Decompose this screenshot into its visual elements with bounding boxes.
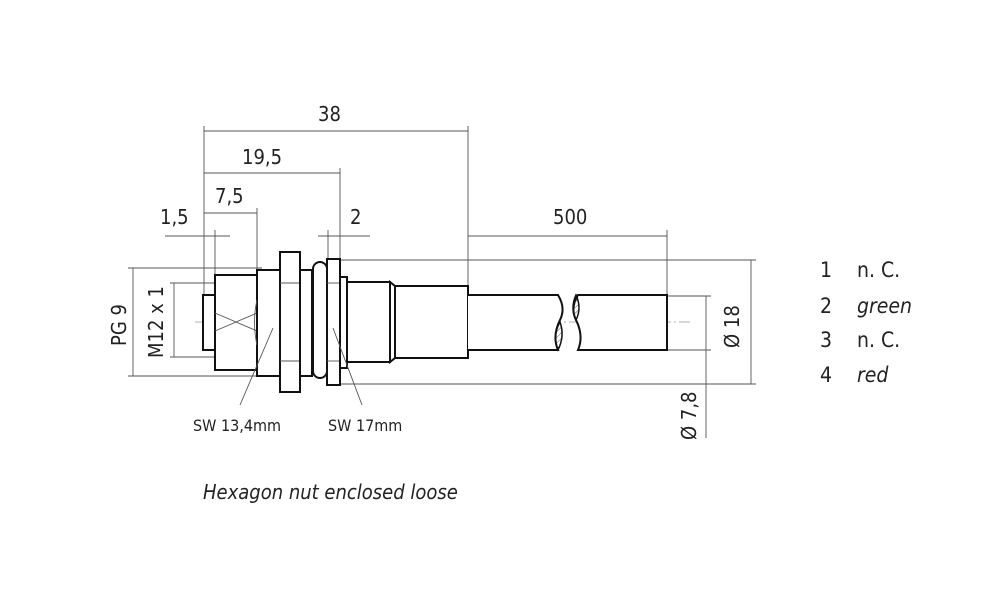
dim-m12: M12 x 1 — [144, 286, 168, 358]
pin-label: green — [857, 294, 912, 318]
dimension-lines — [132, 130, 752, 438]
extension-lines — [128, 126, 756, 385]
dim-7-5: 7,5 — [215, 184, 244, 208]
pin-legend: 1 n. C. 2 green 3 n. C. 4 red — [820, 258, 912, 387]
pin-label: n. C. — [857, 258, 900, 282]
connector-body — [202, 251, 469, 393]
pin-number: 1 — [820, 258, 832, 282]
wrench-size-leaders — [239, 327, 363, 406]
dim-diameter-7-8: Ø 7,8 — [677, 392, 701, 440]
dim-500: 500 — [553, 205, 587, 229]
pin-number: 2 — [820, 294, 832, 318]
cable — [468, 293, 668, 352]
sw-13-4-label: SW 13,4mm — [193, 416, 281, 435]
dim-pg9: PG 9 — [107, 304, 131, 346]
pin-number: 3 — [820, 328, 832, 352]
dim-1-5: 1,5 — [160, 205, 189, 229]
pin-number: 4 — [820, 363, 832, 387]
pin-label: red — [857, 363, 889, 387]
dim-19-5: 19,5 — [242, 145, 282, 169]
note-text: Hexagon nut enclosed loose — [203, 480, 458, 504]
sw-17-label: SW 17mm — [328, 416, 402, 435]
dim-2: 2 — [350, 205, 361, 229]
dim-diameter-18: Ø 18 — [720, 305, 744, 348]
dim-38: 38 — [318, 102, 341, 126]
pin-label: n. C. — [857, 328, 900, 352]
